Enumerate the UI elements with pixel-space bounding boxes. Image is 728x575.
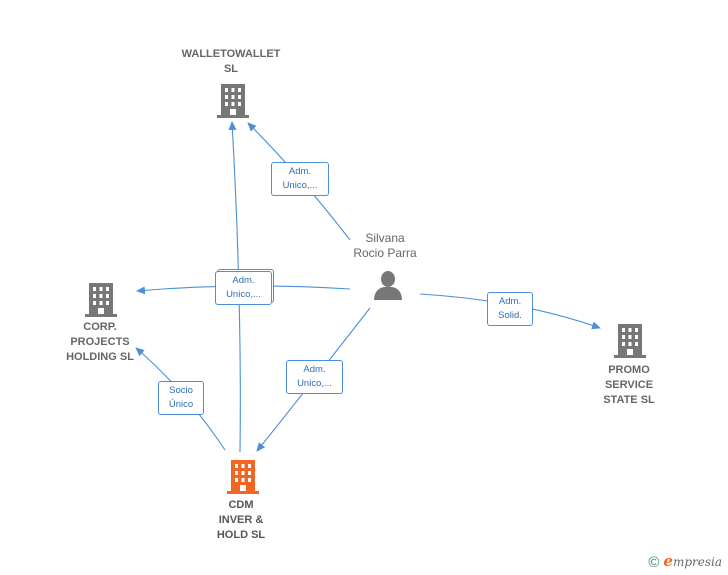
building-icon-cdm[interactable] — [227, 460, 259, 494]
node-label-cdm[interactable]: CDM INVER & HOLD SL — [216, 499, 266, 541]
building-icon-walletowallet[interactable] — [217, 84, 249, 118]
edge-label-silvana-walletowallet: Adm. Unico,... — [271, 162, 329, 196]
edge-label-silvana-cdm: Adm. Unico,... — [286, 360, 343, 394]
node-label-corp[interactable]: CORP. PROJECTS HOLDING SL — [66, 321, 134, 363]
empresia-logo: ©empresia — [648, 552, 722, 571]
node-label-walletowallet[interactable]: WALLETOWALLET SL — [181, 48, 281, 75]
brand-name: mpresia — [672, 555, 722, 569]
node-label-promo[interactable]: PROMO SERVICE STATE SL — [603, 364, 655, 406]
building-icon-promo[interactable] — [614, 324, 646, 358]
person-icon-silvana[interactable] — [372, 270, 404, 300]
brand-e-letter: e — [663, 552, 673, 570]
building-icon-corp[interactable] — [85, 283, 117, 317]
edge-label-silvana-promo: Adm. Solid. — [487, 292, 533, 326]
copyright-symbol: © — [648, 554, 660, 571]
edge-label-silvana-corp: Adm. Unico,... — [215, 271, 272, 305]
edge-label-cdm-corp: Socio Único — [158, 381, 204, 415]
node-label-silvana[interactable]: Silvana Rocio Parra — [353, 231, 417, 260]
